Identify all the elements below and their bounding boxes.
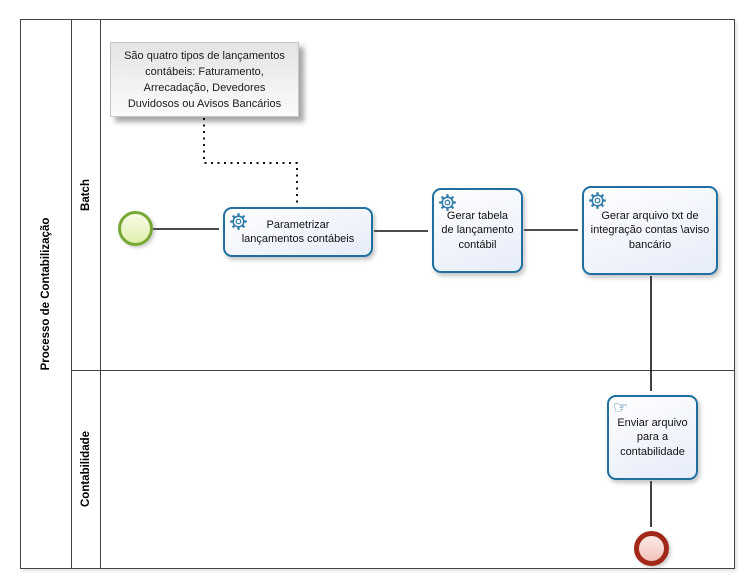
service-gear-icon (588, 191, 607, 210)
manual-hand-icon: ☞ (613, 398, 629, 418)
service-gear-icon (438, 193, 457, 212)
task-label: Parametrizar lançamentos contábeis (241, 218, 355, 246)
service-gear-icon (229, 212, 248, 231)
lane-divider (71, 370, 735, 371)
lane-label-divider (100, 19, 101, 569)
annotation-box[interactable]: São quatro tipos de lançamentos contábei… (110, 42, 299, 117)
association-dotted-line (203, 118, 298, 205)
end-event[interactable] (634, 531, 669, 566)
task-gerar-arquivo-txt[interactable]: Gerar arquivo txt de integração contas \… (582, 186, 718, 275)
task-parametrizar-lancamentos[interactable]: Parametrizar lançamentos contábeis (223, 207, 373, 257)
task-enviar-arquivo[interactable]: ☞ Enviar arquivo para a contabilidade (607, 395, 698, 480)
pool-label-divider (71, 19, 72, 569)
task-gerar-tabela[interactable]: Gerar tabela de lançamento contábil (432, 188, 523, 273)
task-label: Gerar tabela de lançamento contábil (441, 209, 514, 251)
task-label: Gerar arquivo txt de integração contas \… (590, 209, 710, 251)
start-event[interactable] (118, 211, 153, 246)
annotation-text: São quatro tipos de lançamentos contábei… (124, 49, 285, 110)
task-label: Enviar arquivo para a contabilidade (617, 416, 688, 458)
